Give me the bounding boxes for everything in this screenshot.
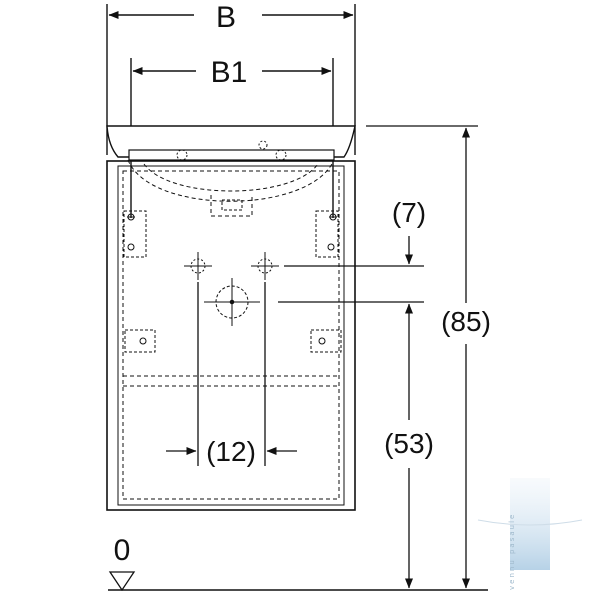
cabinet [106, 160, 356, 511]
floor-level-label: 0 [114, 534, 131, 567]
mounting-bracket-left [123, 210, 147, 258]
cabinet-outline [106, 160, 356, 511]
washbasin-outline [106, 125, 356, 158]
basin-inner-bowl-hidden-line [143, 163, 319, 192]
water-supply-right [251, 252, 279, 280]
lower-bracket-left [124, 329, 156, 353]
floor-level [108, 571, 488, 592]
cabinet-interior-hidden-line [122, 170, 340, 500]
inner-width-label: B1 [211, 56, 248, 89]
watermark-text: vennu pasaule [508, 513, 516, 590]
washbasin [106, 125, 356, 217]
basin-bowl-hidden-line [127, 159, 335, 202]
tap-hole-center [258, 140, 268, 150]
height-label: (85) [441, 306, 491, 337]
cabinet-door-inset [117, 165, 345, 506]
watermark-bar [510, 478, 550, 570]
drain-spacing-dimension [166, 282, 297, 466]
tap-hole-left [176, 149, 188, 161]
watermark-swoosh [477, 519, 583, 526]
watermark-logo: vennu pasaule [477, 478, 583, 590]
top-offset-label: (7) [392, 197, 426, 228]
floor-level-triangle-icon [108, 571, 136, 592]
tap-hole-right [275, 149, 287, 161]
top-offset-dimension [284, 236, 424, 267]
washbasin-rim [128, 149, 335, 161]
siphon-inner-hidden-line [221, 199, 243, 211]
drain-spacing-label: (12) [206, 436, 256, 467]
water-supply-left [184, 252, 212, 280]
lower-bracket-right [310, 329, 342, 353]
outlet-height-label: (53) [384, 428, 434, 459]
width-label: B [216, 1, 236, 34]
siphon-hidden-line [210, 195, 253, 217]
drain-outlet [204, 278, 260, 326]
mounting-bracket-right [315, 210, 339, 258]
height-dimension [366, 125, 478, 589]
outlet-height-dimension [278, 301, 424, 589]
